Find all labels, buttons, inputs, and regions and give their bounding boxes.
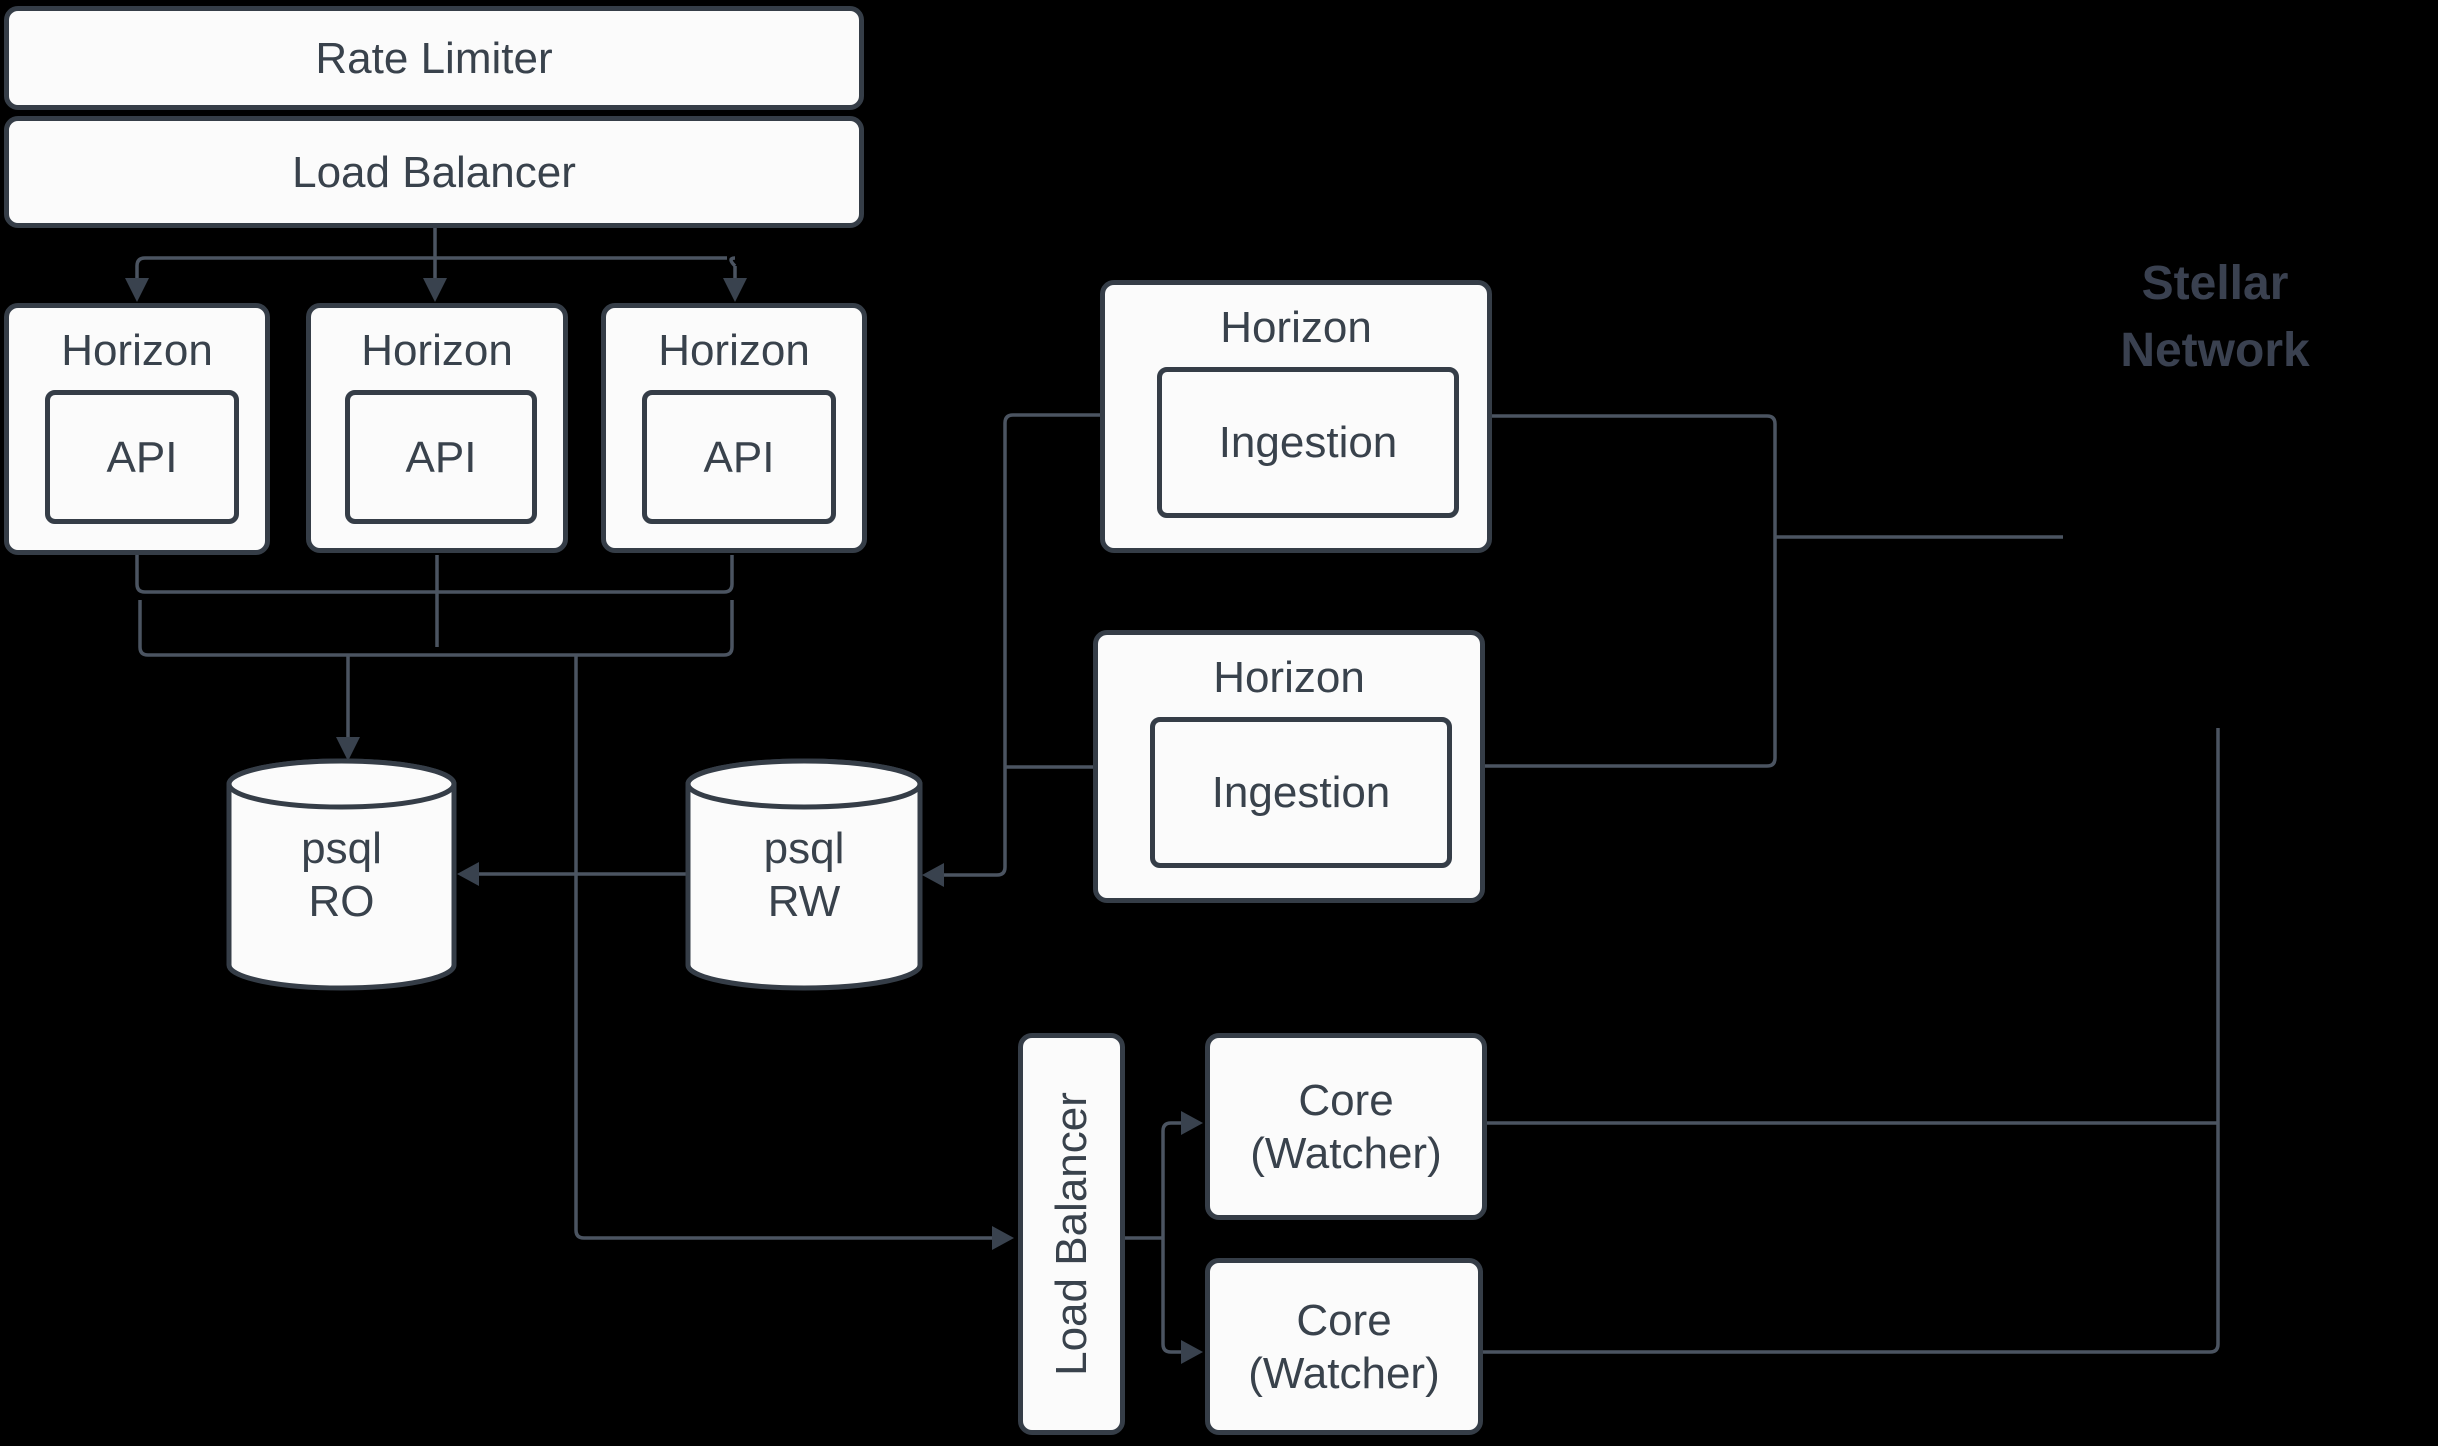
horizon-ingestion-1-title: Horizon xyxy=(1220,303,1372,352)
edge-cores-to-stellar xyxy=(1483,728,2220,1354)
arrowhead-left-psql-rw xyxy=(922,863,944,887)
psql-ro-cylinder-top xyxy=(226,758,457,810)
psql-ro-label: psql RO xyxy=(301,823,382,926)
arrowhead-down-api1 xyxy=(125,278,149,302)
node-core-watcher-2: Core (Watcher) xyxy=(1205,1258,1483,1435)
psql-rw-label-wrap: psql RW xyxy=(688,784,920,965)
psql-rw-label: psql RW xyxy=(763,823,845,926)
node-load-balancer-top: Load Balancer xyxy=(4,116,864,228)
load-balancer-core-label: Load Balancer xyxy=(1046,1092,1096,1376)
node-horizon-api-2: Horizon API xyxy=(306,303,568,553)
edges xyxy=(135,228,2220,1354)
node-horizon-api-3: Horizon API xyxy=(601,303,867,553)
psql-rw-cylinder-top xyxy=(685,758,923,810)
api-1-label: API xyxy=(106,432,178,482)
arrowhead-right-core-lb xyxy=(992,1226,1014,1250)
arrowheads xyxy=(125,278,1203,1364)
node-api-2: API xyxy=(345,390,537,524)
arrowhead-down-psql-ro xyxy=(336,737,360,761)
node-horizon-ingestion-2: Horizon Ingestion xyxy=(1093,630,1485,903)
node-horizon-ingestion-1: Horizon Ingestion xyxy=(1100,280,1492,553)
ingestion-2-label: Ingestion xyxy=(1211,768,1391,817)
load-balancer-top-label: Load Balancer xyxy=(292,147,576,197)
edge-api-rail-a xyxy=(135,583,734,647)
arrowhead-down-api3 xyxy=(723,278,747,302)
node-api-3: API xyxy=(642,390,836,524)
edge-lb-rail xyxy=(135,256,737,278)
node-load-balancer-core: Load Balancer xyxy=(1018,1033,1125,1435)
edge-ingestion-to-stellar xyxy=(1485,414,2063,768)
database-shapes xyxy=(226,758,923,991)
ingestion-1-label: Ingestion xyxy=(1218,418,1398,467)
edge-to-core-lb xyxy=(574,655,992,1240)
node-ingestion-2: Ingestion xyxy=(1150,717,1452,868)
horizon-ingestion-2-title: Horizon xyxy=(1213,653,1365,702)
edge-corelb-to-cores xyxy=(1125,1121,1181,1354)
horizon-api-1-title: Horizon xyxy=(61,326,213,375)
node-core-watcher-1: Core (Watcher) xyxy=(1205,1033,1487,1220)
arrowhead-right-core2 xyxy=(1181,1340,1203,1364)
api-2-label: API xyxy=(405,432,477,482)
arrowhead-right-core1 xyxy=(1181,1111,1203,1135)
stellar-network-label: Stellar Network xyxy=(2120,257,2310,377)
node-ingestion-1: Ingestion xyxy=(1157,367,1459,518)
core-watcher-2-label: Core (Watcher) xyxy=(1248,1295,1440,1398)
edge-api-stubs xyxy=(135,555,734,647)
core-watcher-1-label: Core (Watcher) xyxy=(1250,1075,1442,1178)
horizon-api-2-title: Horizon xyxy=(361,326,513,375)
node-rate-limiter: Rate Limiter xyxy=(4,6,864,110)
edge-api-rail-b xyxy=(138,646,734,657)
edge-ingestion-to-rw xyxy=(944,413,1100,877)
horizon-api-3-title: Horizon xyxy=(658,326,810,375)
arrowhead-down-api2 xyxy=(423,278,447,302)
rate-limiter-label: Rate Limiter xyxy=(315,33,553,83)
node-horizon-api-1: Horizon API xyxy=(4,303,270,555)
psql-ro-label-wrap: psql RO xyxy=(229,784,454,965)
api-3-label: API xyxy=(703,432,775,482)
arrowhead-left-psql-ro xyxy=(457,862,479,886)
node-api-1: API xyxy=(45,390,239,524)
